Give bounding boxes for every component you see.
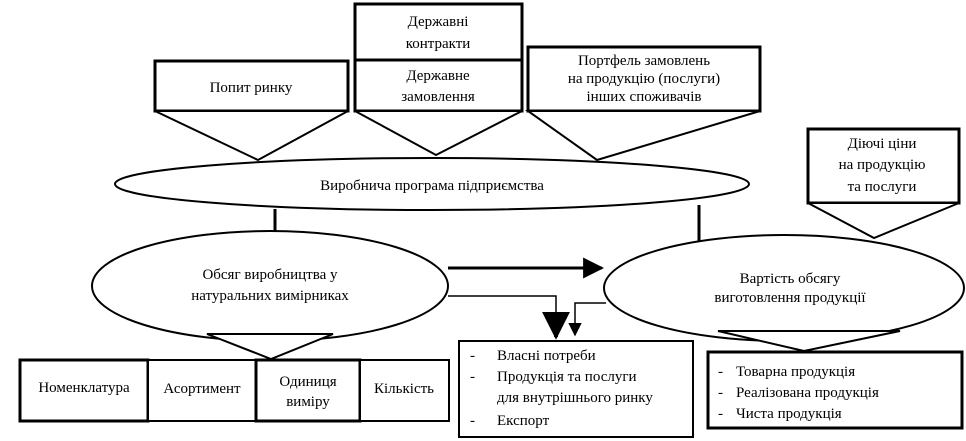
quantity-label: Кількість — [374, 381, 434, 397]
unit-cell — [254, 358, 362, 423]
value-to-uses-arrow — [568, 302, 606, 337]
order-portfolio-label-line2: на продукцію (послуги) — [568, 71, 720, 87]
volume-value-label-line1: Вартість обсягу — [740, 271, 841, 287]
products-box: - Товарна продукція - Реалізована продук… — [706, 350, 964, 430]
assortment-label: Асортимент — [163, 381, 241, 397]
uses-item-own-needs: Власні потреби — [497, 348, 596, 364]
products-item-net: Чиста продукція — [736, 406, 842, 422]
volume-natural-node: Обсяг виробництва у натуральних вимірник… — [91, 230, 449, 342]
nomenclature-label: Номенклатура — [38, 380, 130, 396]
current-prices-label-line3: та послуги — [848, 179, 917, 195]
market-demand-label: Попит ринку — [210, 80, 293, 96]
state-order-label-line2: замовлення — [401, 89, 475, 105]
volume-value-node: Вартість обсягу виготовлення продукції — [603, 234, 965, 342]
production-program-label: Виробнича програма підприємства — [320, 178, 544, 194]
volume-natural-label-line2: натуральних вимірниках — [191, 288, 349, 304]
products-item-commodity: Товарна продукція — [736, 364, 855, 380]
market-demand-source: Попит ринку — [153, 59, 350, 162]
volume-natural-label-line1: Обсяг виробництва у — [202, 267, 338, 283]
volume-value-label-line2: виготовлення продукції — [714, 290, 866, 306]
state-contracts-label-line1: Державні — [408, 14, 469, 30]
unit-label-line1: Одиниця — [279, 374, 336, 390]
order-portfolio-label-line3: інших споживачів — [587, 89, 702, 105]
unit-label-line2: виміру — [286, 394, 330, 410]
current-prices-label-line2: на продукцію — [839, 157, 926, 173]
products-bullet-2: - — [718, 385, 723, 401]
current-prices-source: Діючі ціни на продукцію та послуги — [806, 127, 961, 240]
nomenclature-cell — [18, 358, 150, 423]
order-portfolio-source: Портфель замовлень на продукцію (послуги… — [524, 45, 762, 162]
current-prices-label-line1: Діючі ціни — [848, 136, 917, 152]
uses-bullet-2: - — [470, 369, 475, 385]
uses-bullet-3: - — [470, 413, 475, 429]
quantity-cell — [359, 359, 450, 422]
products-bullet-1: - — [718, 364, 723, 380]
products-item-sold: Реалізована продукція — [736, 385, 879, 401]
uses-item-domestic-line1: Продукція та послуги — [497, 369, 637, 385]
attributes-row: Номенклатура Асортимент Одиниця виміру К… — [18, 358, 450, 423]
products-bullet-3: - — [718, 406, 723, 422]
volume-to-attributes-funnel — [206, 333, 334, 361]
state-contracts-source: Державні контракти — [353, 2, 524, 62]
uses-box: - Власні потреби - Продукція та послуги … — [458, 340, 694, 438]
state-contracts-label-line2: контракти — [406, 36, 471, 52]
value-to-products-funnel — [717, 330, 901, 353]
production-program-node: Виробнича програма підприємства — [114, 157, 750, 211]
order-portfolio-label-line1: Портфель замовлень — [578, 53, 710, 69]
state-order-source: Державне замовлення — [353, 58, 524, 157]
volume-to-uses-arrow — [448, 295, 557, 333]
uses-item-export: Експорт — [497, 413, 550, 429]
state-order-label-line1: Державне — [406, 68, 470, 84]
uses-item-domestic-line2: для внутрішнього ринку — [497, 390, 653, 406]
uses-bullet-1: - — [470, 348, 475, 364]
